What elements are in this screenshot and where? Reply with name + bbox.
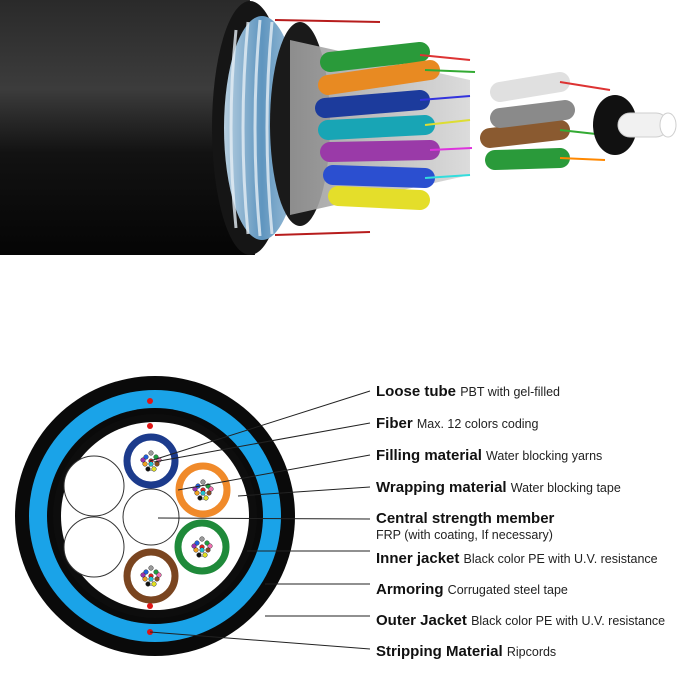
- leader-line: [157, 517, 371, 520]
- fiber-strand: [194, 490, 200, 496]
- fiber-optic-cable-photo: [0, 0, 677, 255]
- label-central-strength-member: Central strength member FRP (with coatin…: [376, 510, 555, 542]
- ripcord-dot: [147, 423, 153, 429]
- fiber-strand: [205, 547, 211, 553]
- fiber-strand: [207, 543, 213, 549]
- fiber-strand: [151, 581, 157, 587]
- label-wrapping-material: Wrapping material Water blocking tape: [376, 479, 621, 496]
- fiber-strand: [194, 540, 200, 546]
- fiber-strand: [148, 461, 154, 467]
- leader-line: [149, 390, 371, 462]
- leader-line: [153, 422, 371, 463]
- label-outer-jacket: Outer Jacket Black color PE with U.V. re…: [376, 612, 666, 629]
- fiber-strand: [200, 479, 206, 485]
- fiber-strand: [148, 576, 154, 582]
- fiber-strand: [199, 536, 205, 542]
- fiber-strand: [145, 466, 151, 472]
- fiber-strand: [156, 572, 162, 578]
- label-fiber: Fiber Max. 12 colors coding: [376, 415, 539, 432]
- leader-line: [177, 454, 371, 491]
- fiber-strand: [148, 565, 154, 571]
- leader-line: [237, 486, 371, 497]
- fiber-strand: [200, 490, 206, 496]
- fiber-strand: [204, 540, 210, 546]
- fiber-strand: [143, 569, 149, 575]
- leader-line: [149, 631, 371, 650]
- fiber-strand: [140, 457, 146, 463]
- fiber-strand: [148, 450, 154, 456]
- fiber-strand: [202, 552, 208, 558]
- fiber-strand: [143, 454, 149, 460]
- fiber-strand: [193, 547, 199, 553]
- fiber-strand: [142, 461, 148, 467]
- fiber-strand: [154, 576, 160, 582]
- filler-circle: [63, 455, 125, 517]
- fiber-strand: [140, 572, 146, 578]
- label-inner-jacket: Inner jacket Black color PE with U.V. re…: [376, 550, 658, 567]
- label-stripping-material: Stripping Material Ripcords: [376, 643, 557, 660]
- fiber-strand: [153, 569, 159, 575]
- fiber-strand: [199, 547, 205, 553]
- label-filling-material: Filling material Water blocking yarns: [376, 447, 603, 464]
- ripcord-dot: [147, 398, 153, 404]
- cable-cross-section-diagram: [15, 376, 371, 656]
- fiber-strand: [208, 486, 214, 492]
- fiber-strand: [196, 552, 202, 558]
- fiber-strand: [206, 490, 212, 496]
- central-strength-member: [122, 488, 180, 546]
- filler-circle: [63, 516, 125, 578]
- fiber-strand: [151, 466, 157, 472]
- ripcord-dot: [147, 603, 153, 609]
- fiber-strand: [142, 576, 148, 582]
- label-loose-tube: Loose tube PBT with gel-filled: [376, 383, 560, 400]
- fiber-strand: [197, 495, 203, 501]
- fiber-strand: [203, 495, 209, 501]
- label-armoring: Armoring Corrugated steel tape: [376, 581, 568, 598]
- fiber-strand: [191, 543, 197, 549]
- fiber-strand: [145, 581, 151, 587]
